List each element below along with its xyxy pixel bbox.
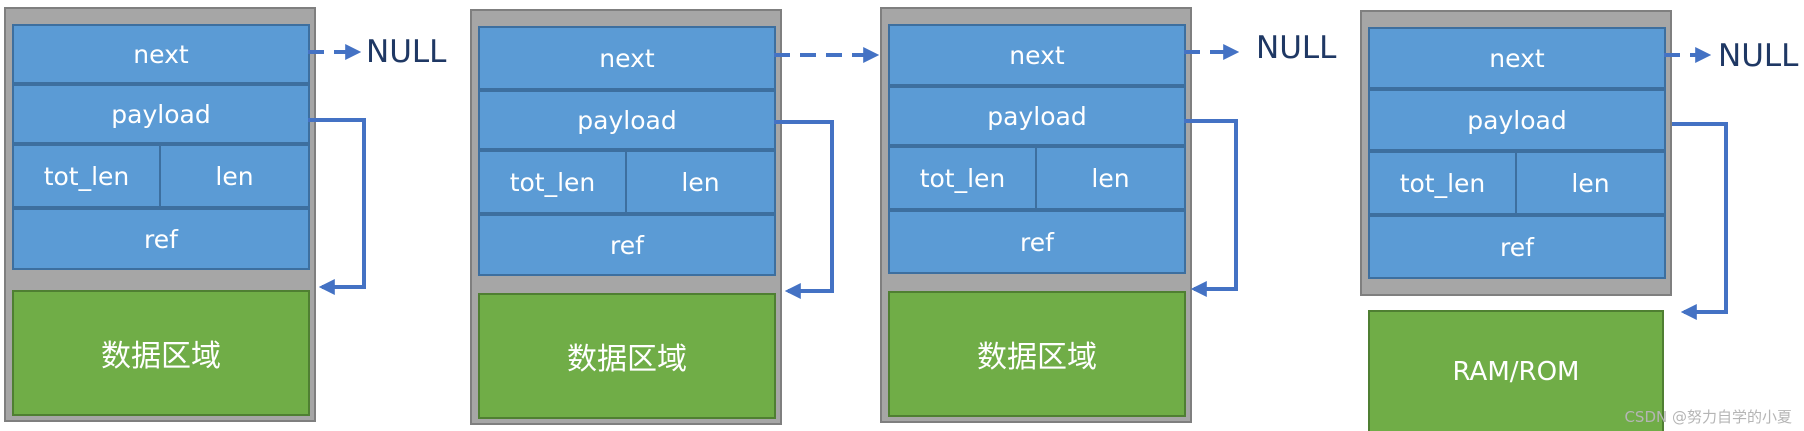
payload-arrow-3 (1184, 119, 1238, 297)
len-label: len (1571, 168, 1610, 198)
pbuf-node-1-data-area: 数据区域 (12, 290, 310, 416)
payload-label: payload (1467, 105, 1567, 135)
pbuf-node-2-lengths: tot_len len (478, 150, 776, 214)
data-area-label: 数据区域 (977, 340, 1097, 375)
pbuf-node-4-frame: next payload tot_len len ref (1360, 10, 1672, 296)
tot-len-label: tot_len (480, 152, 627, 212)
data-area-label: 数据区域 (567, 342, 687, 377)
pbuf-node-3-frame: next payload tot_len len ref 数据区域 (880, 7, 1192, 423)
pbuf-node-1-ref: ref (12, 208, 310, 270)
ref-label: ref (144, 224, 178, 254)
payload-label: payload (987, 101, 1087, 131)
watermark: CSDN @努力自学的小夏 (1624, 408, 1792, 426)
len-label: len (215, 161, 254, 191)
pbuf-node-2-data-area: 数据区域 (478, 293, 776, 419)
next-label: next (1489, 43, 1545, 73)
pbuf-node-4-ref: ref (1368, 215, 1666, 279)
pbuf-node-4-payload: payload (1368, 89, 1666, 151)
pbuf-node-4-next: next (1368, 27, 1666, 89)
ref-label: ref (1020, 227, 1054, 257)
tot-len-label: tot_len (1370, 153, 1517, 213)
pbuf-node-1-lengths: tot_len len (12, 144, 310, 208)
payload-arrow-2 (774, 120, 834, 299)
ram-rom-label: RAM/ROM (1452, 356, 1580, 387)
tot-len-label: tot_len (14, 146, 161, 206)
null-label-1: NULL (366, 34, 447, 70)
next-label: next (1009, 40, 1065, 70)
tot-len-label: tot_len (890, 148, 1037, 208)
ref-label: ref (610, 230, 644, 260)
payload-label: payload (111, 99, 211, 129)
pbuf-node-1-payload: payload (12, 84, 310, 144)
pbuf-node-4-lengths: tot_len len (1368, 151, 1666, 215)
ram-rom-block: RAM/ROM (1368, 310, 1664, 431)
pbuf-node-2-frame: next payload tot_len len ref 数据区域 (470, 9, 782, 425)
pbuf-node-3-next: next (888, 24, 1186, 86)
payload-arrow-4 (1672, 122, 1728, 320)
pbuf-node-3-data-area: 数据区域 (888, 291, 1186, 417)
data-area-label: 数据区域 (101, 339, 221, 374)
null-label-3: NULL (1256, 30, 1337, 66)
len-label: len (681, 167, 720, 197)
payload-label: payload (577, 105, 677, 135)
pbuf-node-3-ref: ref (888, 210, 1186, 274)
null-label-4: NULL (1718, 38, 1799, 74)
pbuf-node-2-ref: ref (478, 214, 776, 276)
next-label: next (133, 39, 189, 69)
pbuf-node-2-payload: payload (478, 90, 776, 150)
next-label: next (599, 43, 655, 73)
pbuf-node-1-frame: next payload tot_len len ref 数据区域 (4, 7, 316, 422)
pbuf-node-1-next: next (12, 24, 310, 84)
ref-label: ref (1500, 232, 1534, 262)
pbuf-node-2-next: next (478, 26, 776, 90)
pbuf-node-3-payload: payload (888, 86, 1186, 146)
pbuf-node-3-lengths: tot_len len (888, 146, 1186, 210)
payload-arrow-1 (308, 118, 366, 295)
len-label: len (1091, 163, 1130, 193)
